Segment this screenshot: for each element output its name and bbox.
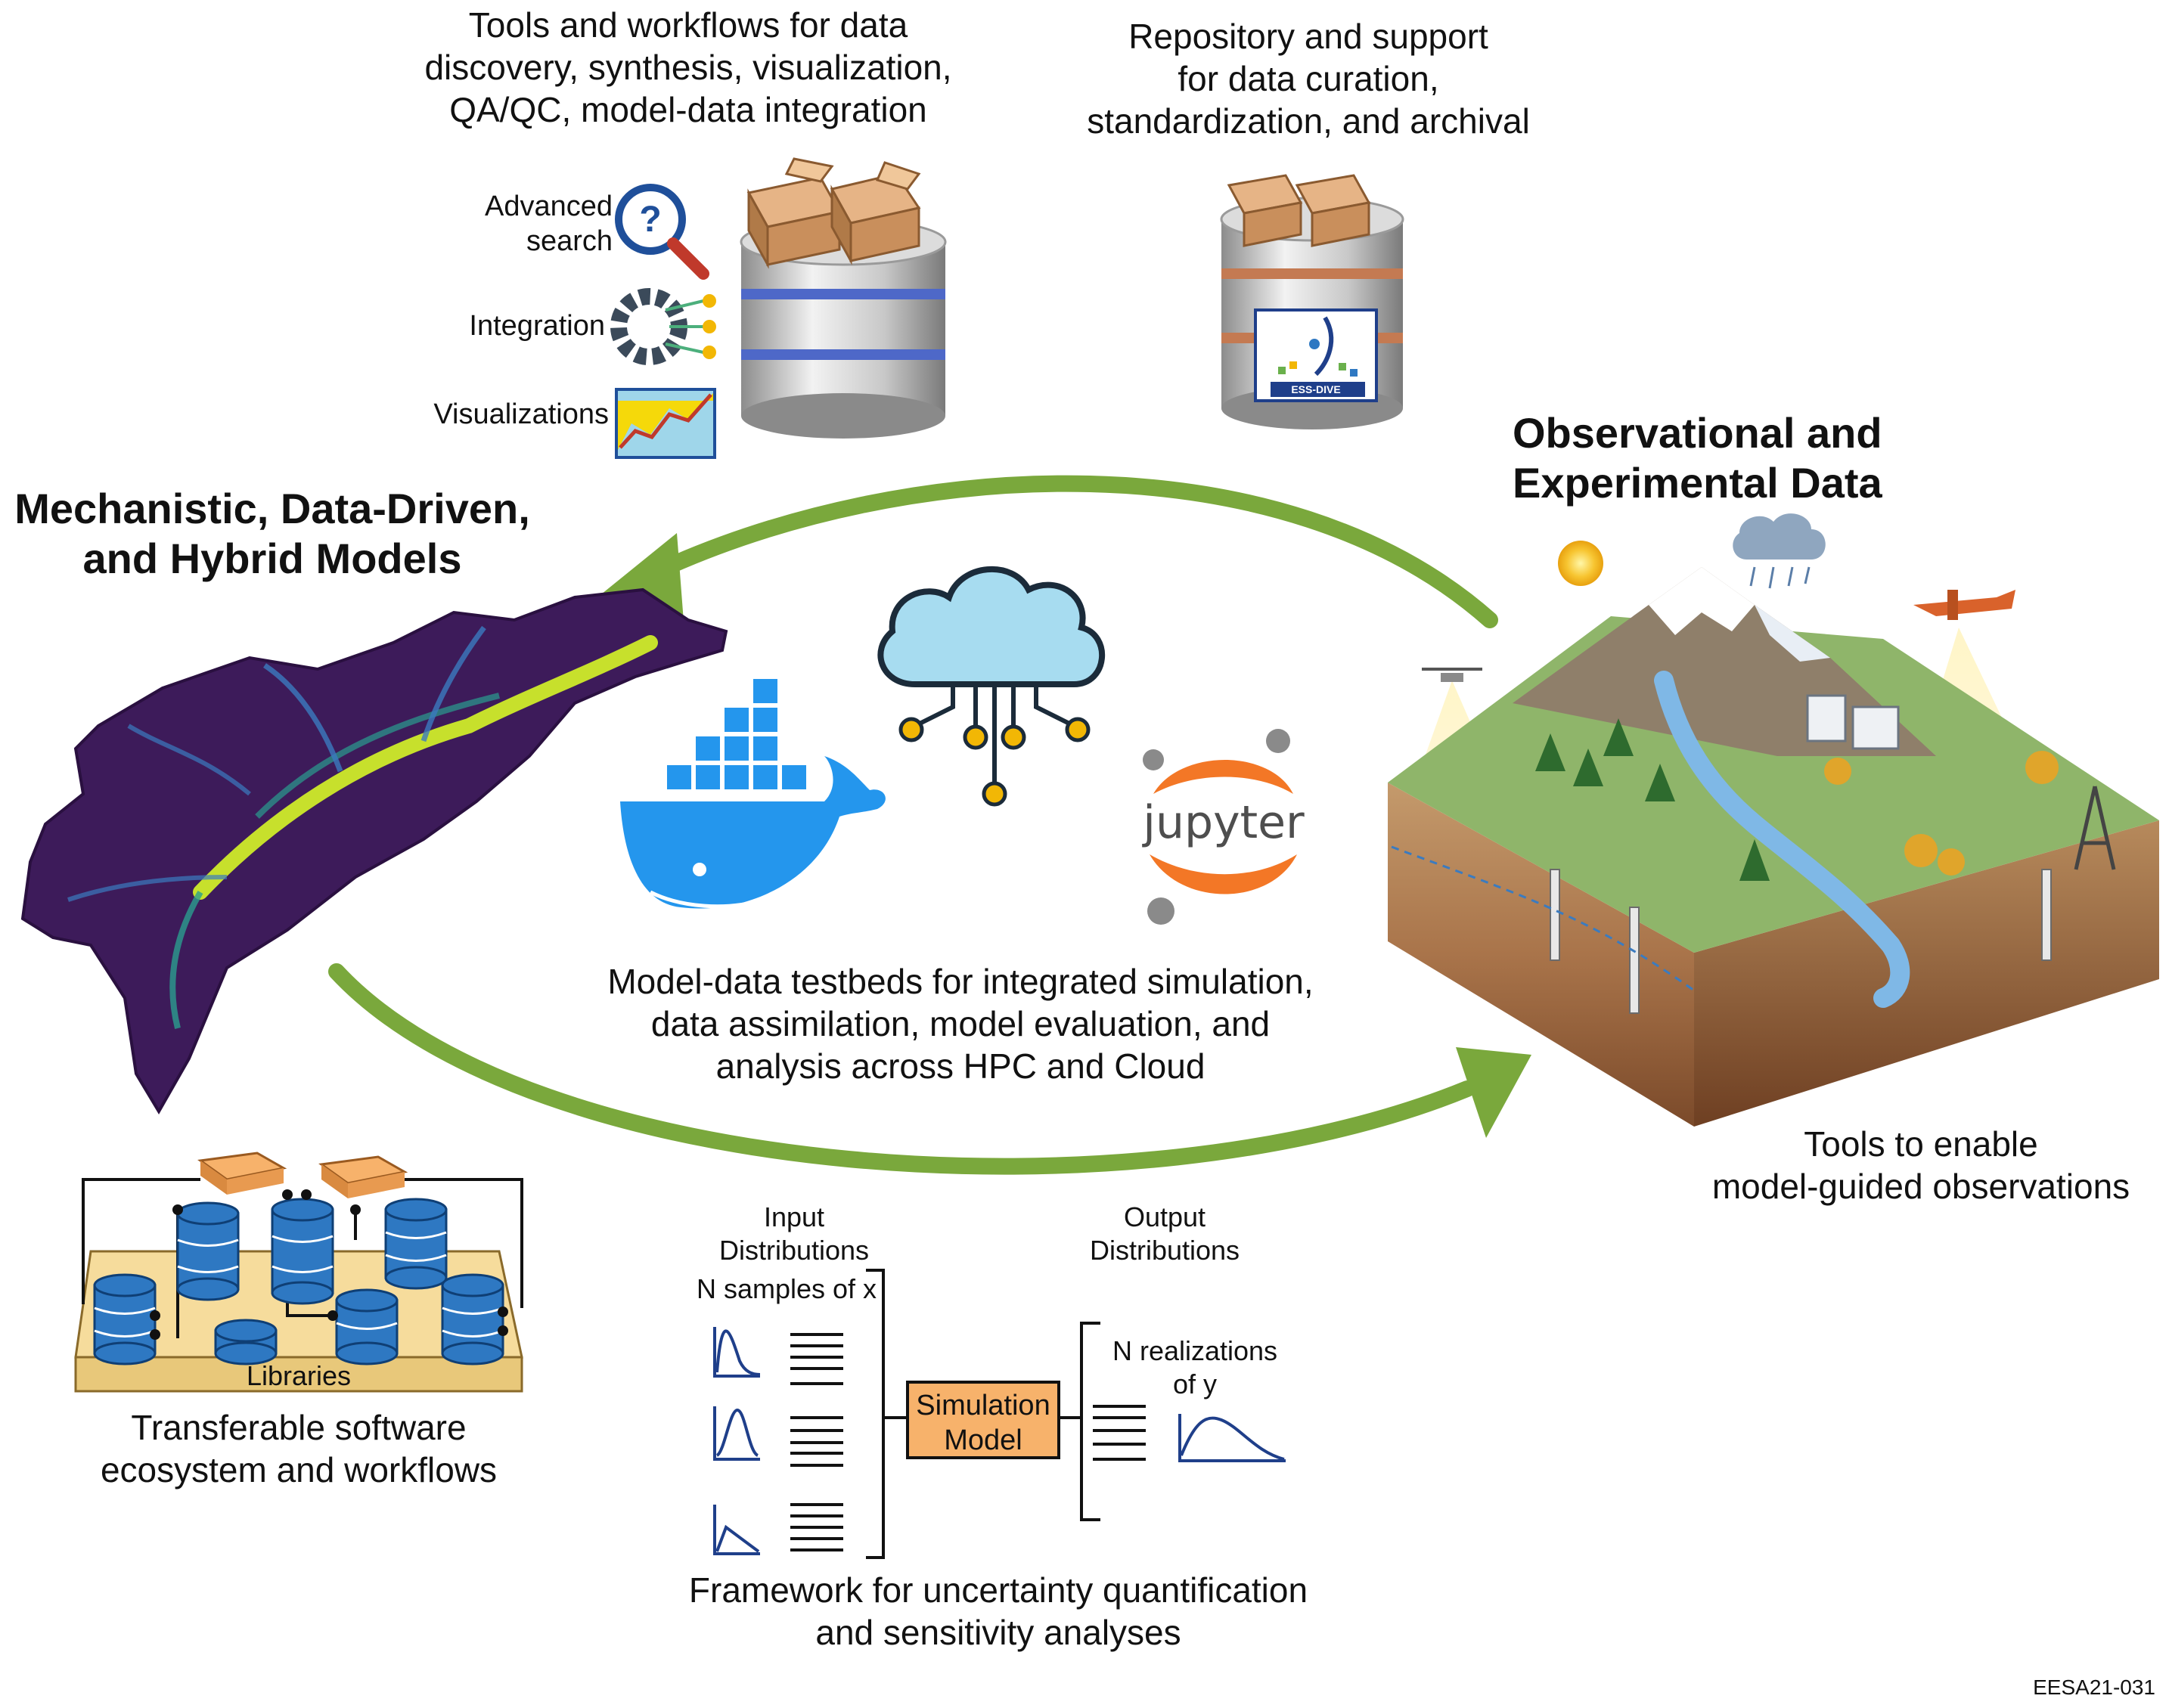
tools-database-icon <box>740 157 947 439</box>
simulation-model-box <box>906 1381 1060 1459</box>
line-chart-icon <box>615 388 716 459</box>
observations-caption: Tools to enable model-guided observation… <box>1686 1123 2155 1207</box>
models-heading-line: Mechanistic, Data-Driven, <box>14 485 530 532</box>
search-question-icon: ? <box>615 184 709 280</box>
simulation-model-label-line: Model <box>944 1424 1022 1457</box>
observations-heading-line: Observational and <box>1513 409 1882 457</box>
input-distributions-label-line: Input <box>763 1201 825 1232</box>
server-box-right <box>318 1155 408 1198</box>
tools-caption-line: discovery, synthesis, visualization, <box>424 48 952 88</box>
svg-text:?: ? <box>639 200 661 240</box>
uq-caption-line: Framework for uncertainty quantification <box>688 1570 1308 1610</box>
samples-label: N samples of x <box>696 1273 877 1304</box>
uq-caption: Framework for uncertainty quantification… <box>620 1569 1376 1654</box>
rain-cloud-icon <box>1733 513 1826 589</box>
uq-caption-line: and sensitivity analyses <box>815 1613 1181 1653</box>
observations-caption-line: Tools to enable <box>1804 1124 2038 1164</box>
testbeds-caption: Model-data testbeds for integrated simul… <box>529 960 1392 1087</box>
simulation-model-label-line: Simulation <box>916 1390 1050 1421</box>
output-distributions-label-line: Output <box>1123 1201 1206 1232</box>
realizations-label: N realizations of y <box>1097 1334 1293 1401</box>
input-bracket <box>866 1269 908 1559</box>
testbeds-caption-line: Model-data testbeds for integrated simul… <box>607 962 1314 1001</box>
output-bracket <box>1080 1322 1100 1521</box>
realizations-label-line: N realizations <box>1112 1335 1278 1366</box>
watershed-mesh-image <box>20 587 728 1114</box>
output-distribution-curve <box>1178 1414 1286 1462</box>
input-distributions-label-line: Distributions <box>718 1234 870 1266</box>
drone-icon <box>1422 668 1482 682</box>
observations-heading-line: Experimental Data <box>1513 459 1882 507</box>
libraries-label: Libraries <box>246 1360 352 1391</box>
realization-lines <box>1093 1405 1146 1461</box>
gear-network-icon <box>610 288 716 365</box>
input-distributions-label: Input Distributions <box>711 1201 877 1267</box>
visualizations-label: Visualizations <box>433 398 609 430</box>
observations-caption-line: model-guided observations <box>1711 1167 2130 1207</box>
repository-caption-line: Repository and support <box>1128 17 1488 56</box>
output-distributions-label-line: Distributions <box>1089 1234 1240 1266</box>
airplane-icon <box>1913 590 2015 620</box>
advanced-search-label: Advanced search <box>454 189 613 259</box>
advanced-search-label-line: Advanced <box>484 191 613 222</box>
simulation-model-label: Simulation Model <box>908 1388 1059 1458</box>
repository-caption: Repository and support for data curation… <box>1044 15 1573 142</box>
software-caption: Transferable software ecosystem and work… <box>45 1406 552 1491</box>
realizations-label-line: of y <box>1172 1368 1218 1400</box>
advanced-search-label-line: search <box>526 225 613 258</box>
models-heading: Mechanistic, Data-Driven, and Hybrid Mod… <box>0 484 545 584</box>
software-caption-line: Transferable software <box>131 1408 467 1447</box>
repository-caption-line: for data curation, <box>1178 59 1439 99</box>
uq-framework-diagram <box>713 1269 1286 1559</box>
jupyter-logo: jupyter <box>1141 729 1305 925</box>
docker-whale-icon <box>620 676 886 909</box>
software-libraries-illustration <box>74 1152 523 1393</box>
landscape-block-illustration <box>1388 567 2159 1127</box>
input-distribution-curves <box>713 1327 761 1555</box>
ess-dive-logo-text: ESS-DIVE <box>1291 383 1341 395</box>
tools-caption: Tools and workflows for data discovery, … <box>393 4 983 131</box>
sample-lines <box>790 1333 843 1551</box>
figure-code: EESA21-031 <box>2033 1675 2155 1699</box>
software-caption-line: ecosystem and workflows <box>100 1450 498 1490</box>
repository-caption-line: standardization, and archival <box>1087 101 1530 141</box>
integration-label: Integration <box>469 310 605 342</box>
repository-database-icon <box>1220 174 1404 429</box>
models-heading-line: and Hybrid Models <box>82 535 462 583</box>
tools-caption-line: QA/QC, model-data integration <box>449 90 927 130</box>
sun-icon <box>1558 541 1603 586</box>
testbeds-caption-line: analysis across HPC and Cloud <box>715 1046 1206 1086</box>
tools-caption-line: Tools and workflows for data <box>468 5 908 45</box>
testbeds-caption-line: data assimilation, model evaluation, and <box>650 1004 1271 1044</box>
output-distributions-label: Output Distributions <box>1066 1201 1263 1267</box>
observations-heading: Observational and Experimental Data <box>1513 408 1966 508</box>
cloud-network-icon <box>877 566 1106 807</box>
cycle-arrow-bottom <box>328 963 1531 1175</box>
jupyter-wordmark: jupyter <box>1141 796 1305 849</box>
server-box-left <box>197 1152 287 1195</box>
